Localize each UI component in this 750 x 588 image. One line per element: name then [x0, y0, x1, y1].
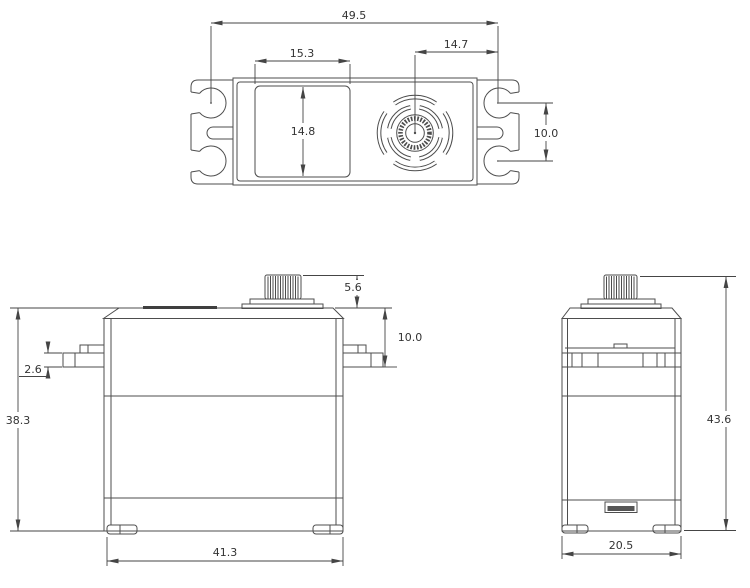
dim-body-height: 38.3 — [1, 307, 119, 532]
front-top-cap — [101, 306, 345, 319]
side-shaft-step1 — [587, 298, 656, 305]
shaft-base-step1 — [249, 298, 315, 305]
ear-slot-right — [477, 126, 504, 140]
dim-label-cover-width: 15.3 — [290, 47, 315, 60]
side-flange-band — [562, 343, 681, 368]
dim-top-to-flange: 10.0 — [335, 307, 423, 368]
dim-label-hole-span: 49.5 — [342, 9, 367, 22]
dim-overall-height: 43.6 — [640, 276, 738, 531]
dim-flange-thickness: 2.6 — [19, 341, 62, 379]
side-top-cap — [560, 307, 683, 319]
side-view: 43.6 20.5 — [560, 274, 738, 559]
dim-body-length: 41.3 — [106, 537, 344, 566]
dim-hole-span: 49.5 — [210, 9, 499, 103]
side-body — [561, 318, 682, 532]
top-view: 49.5 15.3 14.7 14.8 10.0 — [190, 9, 564, 186]
front-feet — [106, 524, 344, 535]
dim-label-shaft-to-hole: 14.7 — [444, 38, 469, 51]
top-body-outer — [232, 77, 478, 186]
dim-shaft-to-hole: 14.7 — [414, 38, 498, 132]
side-shaft-spline — [580, 274, 662, 309]
dim-label-overall-height: 43.6 — [707, 413, 732, 426]
front-shaft-spline — [241, 274, 324, 309]
front-flange-right — [342, 344, 384, 368]
shaft-arc-ring-outer — [376, 94, 454, 172]
dim-label-body-width: 20.5 — [609, 539, 634, 552]
dim-label-body-height: 38.3 — [6, 414, 31, 427]
front-body — [103, 318, 344, 532]
output-shaft-top — [376, 94, 454, 172]
dim-label-hole-pitch: 10.0 — [534, 127, 559, 140]
ear-hole-bottom-left — [199, 145, 227, 177]
dim-label-shaft-height: 5.6 — [344, 281, 362, 294]
front-view: 5.6 10.0 2.6 38.3 — [1, 274, 423, 566]
gear-cover-plate — [254, 85, 351, 178]
dim-body-width: 20.5 — [561, 536, 682, 559]
shaft-center — [413, 131, 417, 135]
dim-shaft-height: 5.6 — [303, 275, 367, 308]
mounting-ear-right — [477, 79, 520, 185]
ear-slot-left — [206, 126, 233, 140]
top-body-inner — [236, 81, 474, 182]
dim-label-top-to-flange: 10.0 — [398, 331, 423, 344]
mounting-ear-left — [190, 79, 233, 185]
top-view-body — [232, 77, 478, 186]
side-band-notch — [613, 343, 628, 348]
dim-cover-depth: 14.8 — [286, 87, 320, 176]
ear-hole-bottom-right — [483, 145, 511, 177]
dim-cover-width: 15.3 — [254, 47, 351, 84]
shaft-arc-ring-inner — [387, 105, 443, 161]
dim-label-cover-depth: 14.8 — [291, 125, 316, 138]
ear-hole-top-left — [199, 87, 227, 119]
front-flange-left — [62, 344, 105, 368]
dim-hole-pitch: 10.0 — [499, 102, 564, 162]
dim-label-body-length: 41.3 — [213, 546, 238, 559]
side-feet — [561, 524, 682, 534]
dim-label-flange-thickness: 2.6 — [24, 363, 42, 376]
ear-hole-top-right — [483, 87, 511, 119]
side-bottom-connector — [604, 501, 638, 513]
